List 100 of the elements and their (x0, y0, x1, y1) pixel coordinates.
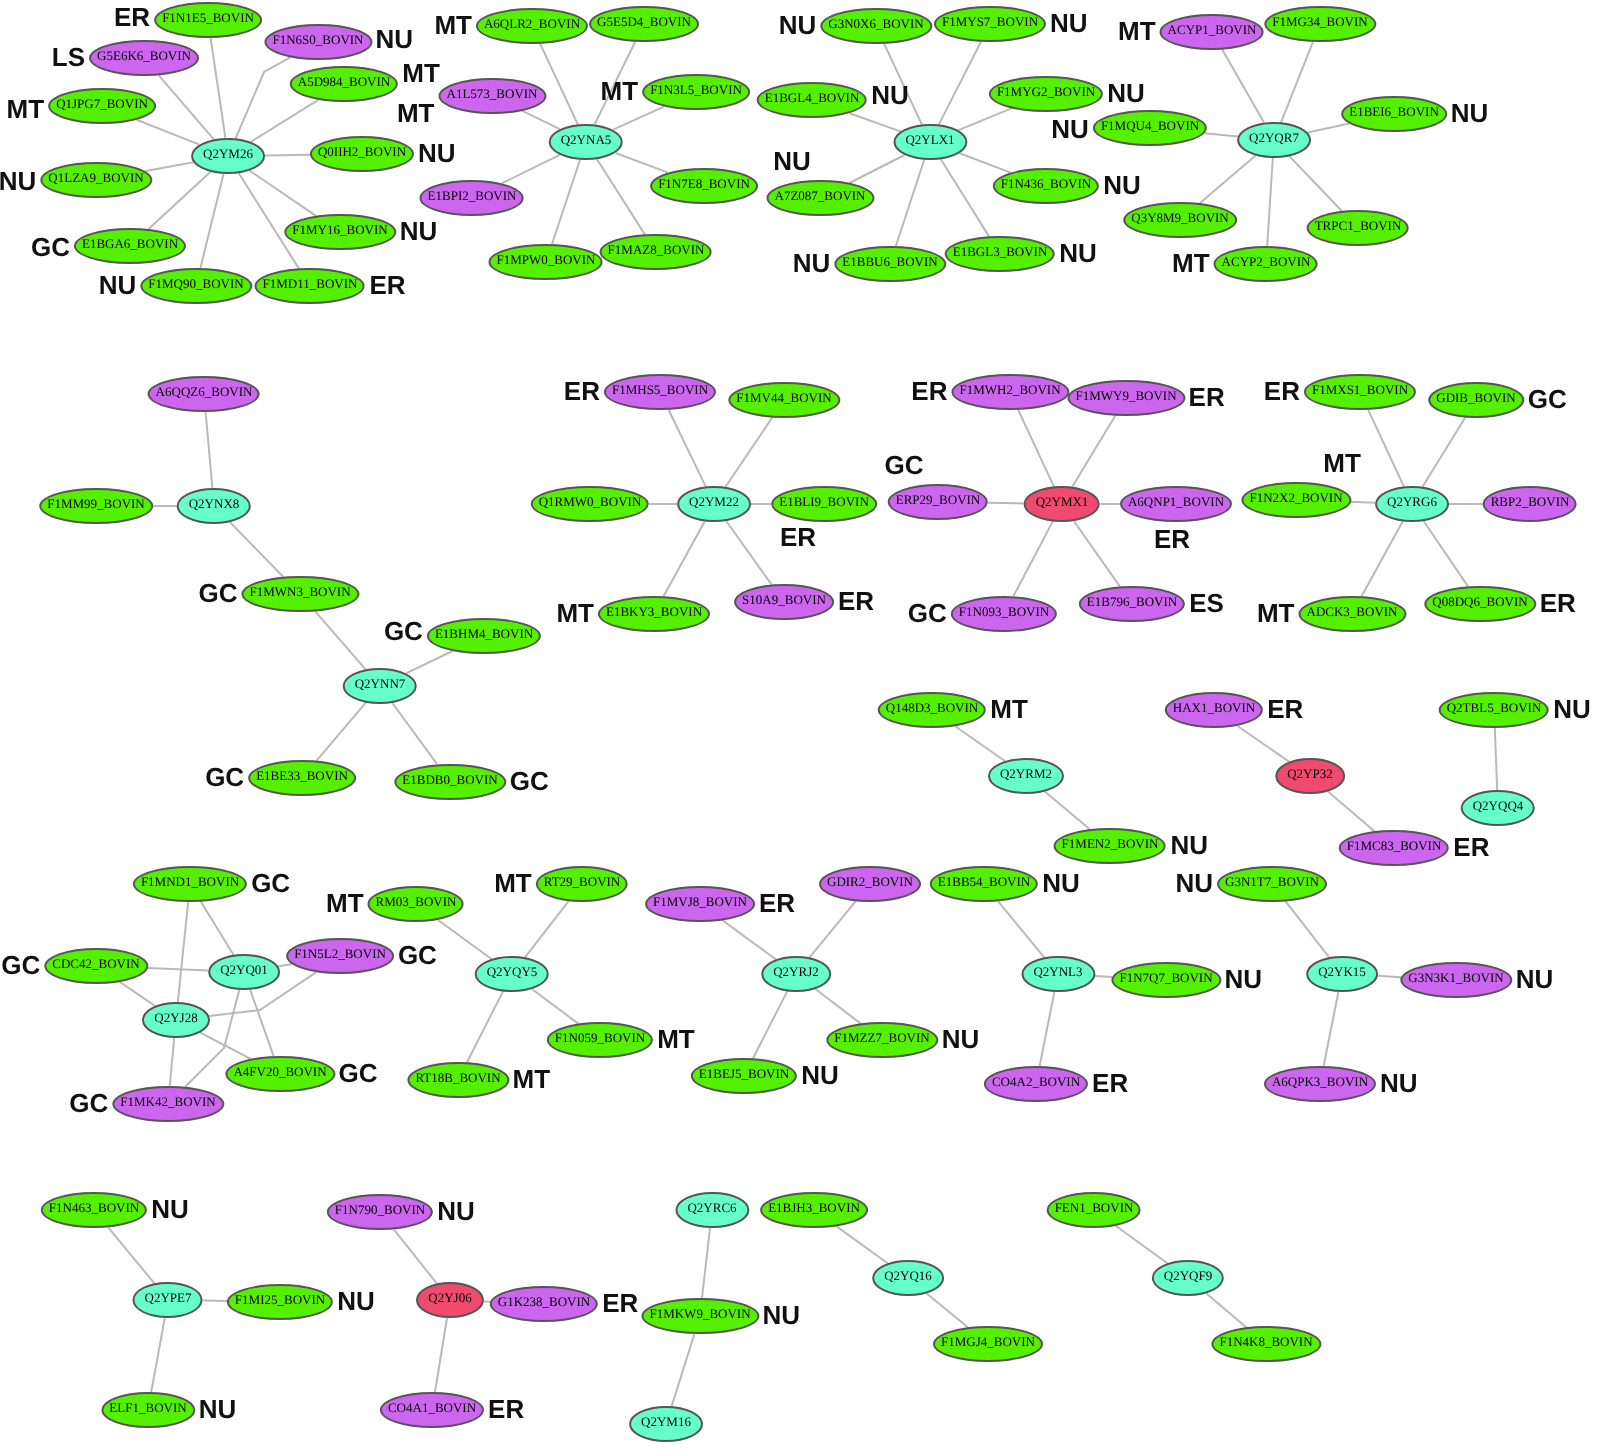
location-label: LS (51, 44, 86, 72)
interaction-line (1038, 991, 1056, 1067)
interaction-line (234, 56, 292, 140)
interaction-line (954, 725, 1006, 762)
interaction-line (1327, 790, 1376, 833)
protein-node (132, 1282, 204, 1318)
interaction-line (1221, 48, 1265, 124)
protein-node (756, 82, 868, 118)
interaction-line (314, 610, 367, 671)
location-label: NU (98, 272, 137, 300)
interaction-line (883, 42, 923, 126)
interaction-line (752, 990, 789, 1060)
interaction-line (315, 701, 367, 762)
protein-node (1424, 586, 1536, 622)
interaction-line (249, 988, 275, 1058)
protein-node (992, 168, 1100, 204)
protein-node (1306, 956, 1378, 992)
interaction-line (724, 416, 774, 488)
interaction-line (248, 169, 317, 217)
protein-node (642, 74, 750, 110)
interaction-line (229, 521, 285, 578)
interaction-line (662, 520, 706, 598)
location-label: ER (1263, 378, 1300, 406)
location-label: NU (941, 1026, 980, 1054)
protein-node (1217, 866, 1327, 902)
protein-node (771, 486, 877, 522)
interaction-line (614, 152, 669, 174)
protein-node (289, 66, 399, 102)
interaction-line (1099, 503, 1121, 505)
interaction-line (808, 900, 857, 959)
protein-node (1341, 96, 1447, 132)
protein-node (48, 88, 156, 124)
protein-node (248, 760, 356, 796)
protein-node (264, 24, 372, 60)
location-label: MT (600, 78, 639, 106)
location-label: MT (434, 12, 472, 40)
location-label: MT (325, 890, 364, 918)
protein-node (826, 1022, 938, 1058)
location-label: ER (779, 524, 817, 552)
protein-node (407, 1062, 509, 1098)
protein-node (820, 8, 932, 44)
interaction-line (176, 901, 190, 1003)
location-label: GC (884, 452, 924, 480)
protein-node (766, 180, 874, 216)
interaction-line (524, 900, 570, 959)
protein-node (1159, 14, 1265, 50)
interaction-line (202, 1299, 228, 1302)
protein-node (1067, 380, 1185, 416)
protein-node (887, 484, 989, 520)
protein-node (140, 268, 252, 304)
location-label: NU (1224, 966, 1263, 994)
location-label: MT (402, 60, 440, 88)
protein-node (951, 374, 1069, 410)
protein-node (599, 234, 713, 270)
interaction-line (147, 170, 212, 230)
protein-node (641, 1298, 759, 1334)
interaction-line (1073, 520, 1121, 588)
protein-node (438, 78, 546, 114)
protein-node (309, 136, 415, 172)
interaction-line (249, 98, 320, 143)
interaction-line (701, 1227, 711, 1299)
location-label: ER (1153, 526, 1191, 554)
protein-node (677, 486, 751, 522)
protein-node (728, 382, 840, 418)
protein-node (284, 214, 396, 250)
interaction-line (199, 1031, 252, 1060)
protein-node (176, 488, 252, 524)
interaction-line (482, 1300, 492, 1303)
location-label: NU (198, 1396, 237, 1424)
location-label: NU (1042, 870, 1080, 898)
interaction-line (997, 900, 1046, 959)
location-label: NU (1050, 10, 1088, 38)
protein-node (1021, 956, 1095, 992)
protein-node (1264, 6, 1376, 42)
interaction-line (157, 74, 215, 141)
protein-node (225, 1056, 335, 1092)
interaction-line (551, 158, 581, 245)
interaction-line (612, 105, 665, 131)
protein-node (419, 180, 525, 216)
protein-node (89, 40, 199, 76)
interaction-line (1349, 500, 1377, 504)
protein-node (474, 956, 550, 992)
protein-node (44, 948, 148, 984)
interaction-line (501, 153, 561, 185)
protein-node (1375, 486, 1449, 522)
protein-node (342, 668, 418, 704)
interaction-line (1448, 503, 1484, 505)
location-label: MT (512, 1066, 551, 1094)
protein-node (650, 168, 758, 204)
interaction-line (1493, 727, 1499, 791)
location-label: GC (907, 600, 947, 628)
interaction-line (146, 967, 210, 972)
interaction-line (1115, 1225, 1169, 1265)
protein-node (629, 1406, 703, 1442)
protein-node (988, 758, 1064, 794)
protein-node (734, 584, 834, 620)
interaction-line (814, 988, 862, 1025)
protein-node (535, 866, 629, 902)
protein-node (394, 764, 506, 800)
interaction-line (1284, 900, 1330, 959)
